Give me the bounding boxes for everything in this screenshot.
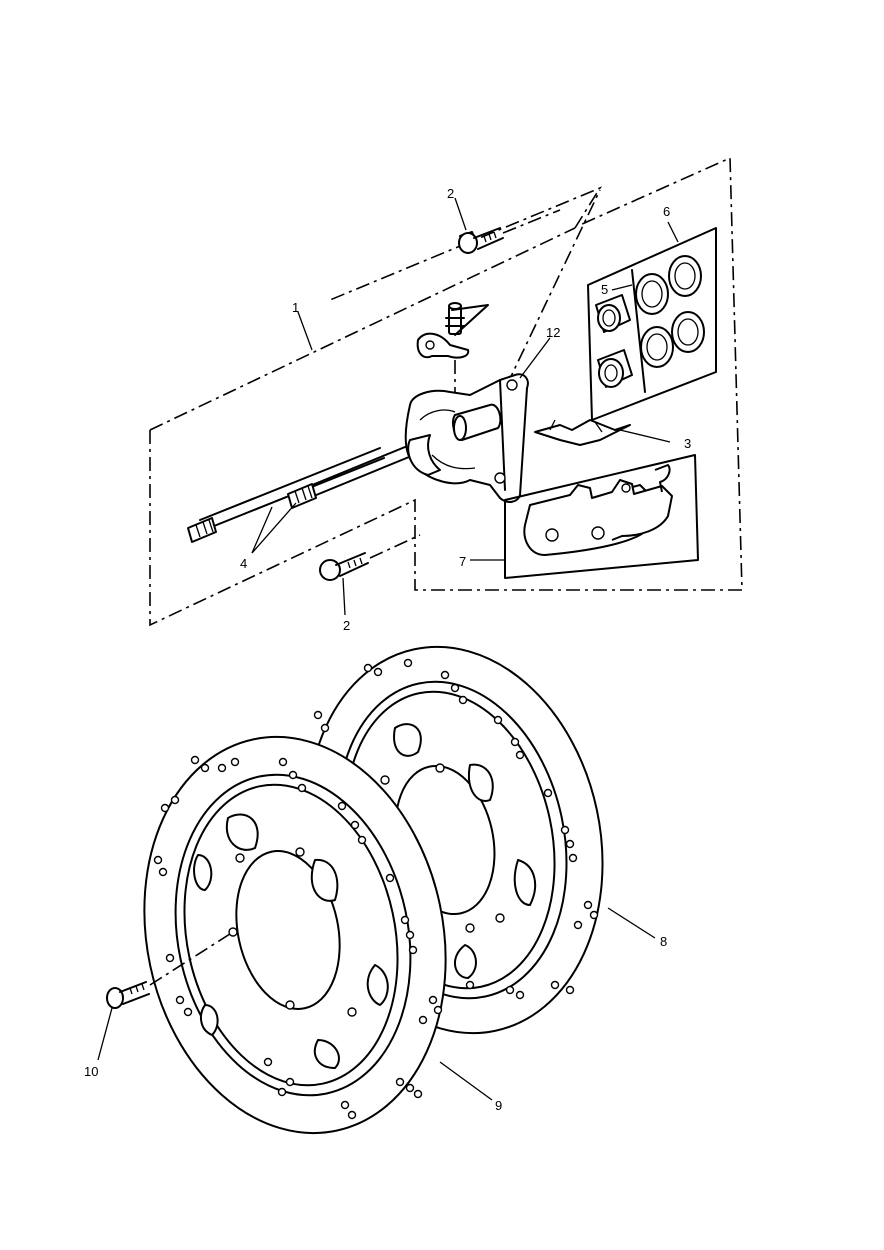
callout-6: 6 <box>663 204 670 219</box>
caliper-mounting-bolt-bottom <box>319 534 421 581</box>
caliper-body <box>404 373 529 503</box>
callout-7: 7 <box>459 554 466 569</box>
disc-left-vent-holes <box>153 755 443 1120</box>
leader-10 <box>97 1007 113 1061</box>
callout-3: 3 <box>684 436 691 451</box>
callout-2-top: 2 <box>447 186 454 201</box>
callout-4: 4 <box>240 556 247 571</box>
disc-left-bolt-holes <box>228 847 357 1017</box>
callout-8: 8 <box>660 934 667 949</box>
callout-1: 1 <box>292 300 299 315</box>
callout-9: 9 <box>495 1098 502 1113</box>
callout-12: 12 <box>546 325 560 340</box>
piston-seal-kit <box>587 227 717 421</box>
callout-5: 5 <box>601 282 608 297</box>
callout-labels: 1 2 2 3 4 5 6 7 8 9 10 12 <box>84 186 691 1113</box>
disc-left-cutouts <box>193 813 389 1069</box>
caliper-assembly-outline <box>149 156 743 627</box>
caliper-mounting-bolt-top <box>458 209 561 254</box>
bleed-nipple <box>416 302 489 410</box>
leader-lines <box>297 197 679 616</box>
brake-disc-left <box>143 735 493 1135</box>
caliper-slide-pins <box>187 446 410 554</box>
brake-pads <box>504 454 699 579</box>
disc-mounting-bolt <box>97 931 234 1061</box>
callout-2-bottom: 2 <box>343 618 350 633</box>
leader-8 <box>607 907 656 939</box>
leader-9 <box>439 1061 493 1101</box>
pad-spring <box>534 419 631 446</box>
callout-10: 10 <box>84 1064 98 1079</box>
